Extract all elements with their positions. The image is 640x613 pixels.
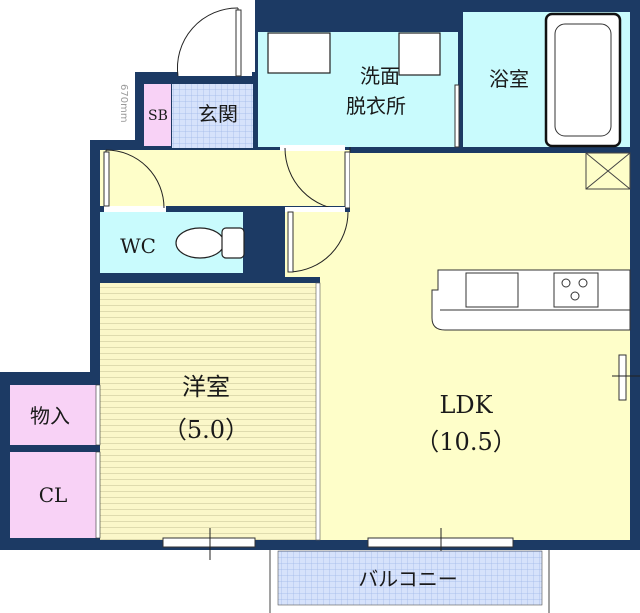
- ldk-side-window[interactable]: [618, 354, 627, 401]
- storage-closet[interactable]: [10, 385, 96, 445]
- label-wc: WC: [120, 234, 156, 258]
- entrance-floor: [172, 84, 253, 148]
- wc-doorway: [104, 206, 166, 212]
- shoe-box[interactable]: [144, 84, 171, 146]
- gas-stove[interactable]: [553, 272, 599, 308]
- entrance-door-leaf: [235, 9, 242, 77]
- kitchen-counter[interactable]: [431, 269, 631, 331]
- ldk-door-leaf: [287, 211, 294, 273]
- label-shoe-box: SB: [148, 108, 168, 124]
- label-washroom: 洗面: [360, 64, 400, 88]
- label-ldk: LDK: [439, 391, 493, 419]
- label-entrance: 玄関: [198, 102, 238, 126]
- dimension-note: 670mm: [118, 84, 129, 123]
- toilet-tank: [221, 227, 245, 259]
- sliding-partition[interactable]: [315, 282, 321, 541]
- ldk-doorway: [285, 207, 345, 212]
- label-bath: 浴室: [489, 67, 529, 91]
- washing-machine-pan: [398, 32, 441, 76]
- label-changing-room: 脱衣所: [346, 94, 406, 118]
- entrance-door-opening: [178, 72, 252, 76]
- entrance-door[interactable]: [176, 7, 239, 77]
- label-storage: 物入: [30, 404, 70, 428]
- vanity-sink[interactable]: [267, 32, 331, 74]
- label-ldk-size: （10.5）: [415, 428, 516, 456]
- closet-door[interactable]: [95, 451, 101, 539]
- label-western-room-size: （5.0）: [163, 416, 249, 444]
- western-room-floor: [100, 283, 318, 540]
- washroom-door[interactable]: [454, 84, 460, 148]
- kitchen-sink[interactable]: [465, 272, 519, 308]
- western-room-window[interactable]: [162, 537, 256, 548]
- washroom-doorway: [280, 145, 345, 151]
- ventilation-cross-icon: [585, 152, 631, 190]
- label-closet: CL: [39, 483, 68, 507]
- burner-icon: [561, 278, 588, 301]
- hallway: [100, 150, 350, 206]
- label-western-room: 洋室: [182, 373, 230, 401]
- ldk-floor: [285, 153, 630, 540]
- label-balcony: バルコニー: [358, 567, 458, 591]
- storage-door[interactable]: [95, 384, 101, 446]
- bathtub-inner: [554, 23, 612, 137]
- hall-door-leaf: [344, 151, 351, 209]
- toilet-bowl: [175, 227, 225, 259]
- balcony-railing: [269, 550, 550, 613]
- clothes-closet[interactable]: [10, 452, 96, 538]
- balcony: [277, 550, 543, 606]
- wc-door-leaf: [103, 151, 110, 207]
- bathtub: [544, 12, 622, 148]
